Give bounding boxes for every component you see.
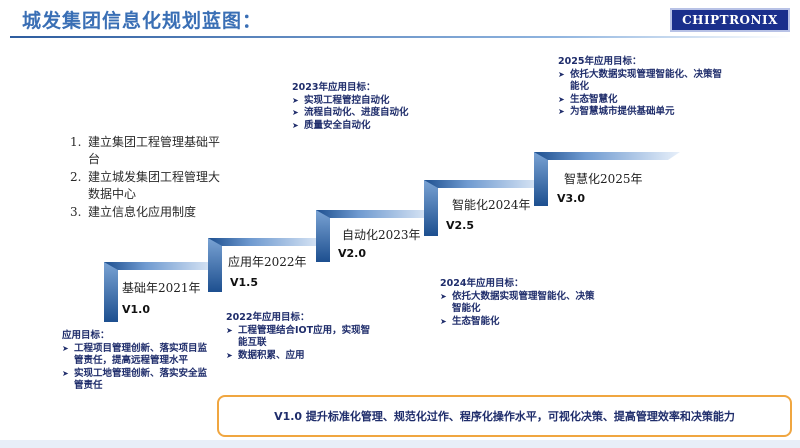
step-label-2025: 智慧化2025年 xyxy=(564,172,643,186)
version-label-2024: V2.5 xyxy=(446,219,474,232)
step-label-2021: 基础年2021年 xyxy=(122,281,201,295)
arrow-bullet-icon: ➤ xyxy=(292,120,299,130)
arrow-bullet-icon: ➤ xyxy=(558,107,565,116)
goal-block-2022: 2022年应用目标： ➤工程管理结合IOT应用，实现智能互联 ➤数据积累、应用 xyxy=(226,312,371,361)
footer-bar xyxy=(0,440,800,448)
stair-tread-4 xyxy=(424,180,548,188)
step-label-2022: 应用年2022年 xyxy=(228,255,307,269)
goal-item: 2.建立城发集团工程管理大数据中心 xyxy=(70,170,221,201)
stair-riser-2 xyxy=(208,238,222,292)
arrow-bullet-icon: ➤ xyxy=(226,325,233,335)
company-logo: CHIPTRONIX xyxy=(670,8,790,32)
goal-block-2021: 应用目标： ➤工程项目管理创新、落实项目监管责任，提高远程管理水平 ➤实现工地管… xyxy=(62,330,208,391)
version-label-2025: V3.0 xyxy=(557,192,585,205)
step-label-2024: 智能化2024年 xyxy=(452,198,531,212)
summary-box: V1.0 提升标准化管理、规范化过作、程序化操作水平，可视化决策、提高管理效率和… xyxy=(217,395,792,437)
page-title: 城发集团信息化规划蓝图： xyxy=(22,10,263,32)
step-label-2023: 自动化2023年 xyxy=(342,228,421,242)
summary-text: V1.0 提升标准化管理、规范化过作、程序化操作水平，可视化决策、提高管理效率和… xyxy=(274,410,735,423)
arrow-bullet-icon: ➤ xyxy=(292,95,299,105)
goal-block-2025: 2025年应用目标： ➤依托大数据实现管理智能化、决策智能化 ➤生态智慧化 ➤为… xyxy=(558,56,723,117)
arrow-bullet-icon: ➤ xyxy=(558,94,565,104)
stair-riser-5 xyxy=(534,152,548,206)
goals-list: 1.建立集团工程管理基础平台 2.建立城发集团工程管理大数据中心 3.建立信息化… xyxy=(70,134,220,222)
arrow-bullet-icon: ➤ xyxy=(292,108,299,117)
stair-tread-5 xyxy=(534,152,680,160)
goal-block-2024: 2024年应用目标： ➤依托大数据实现管理智能化、决策智能化 ➤生态智能化 xyxy=(440,278,595,327)
version-label-2021: V1.0 xyxy=(122,303,150,316)
goal-item: 3.建立信息化应用制度 xyxy=(70,205,197,219)
stair-tread-1 xyxy=(104,262,222,270)
arrow-bullet-icon: ➤ xyxy=(62,368,69,378)
goal-block-2023: 2023年应用目标： ➤实现工程管控自动化 ➤流程自动化、进度自动化 ➤质量安全… xyxy=(292,82,409,131)
arrow-bullet-icon: ➤ xyxy=(62,343,69,353)
stair-riser-4 xyxy=(424,180,438,236)
version-label-2023: V2.0 xyxy=(338,247,366,260)
goal-item: 1.建立集团工程管理基础平台 xyxy=(70,135,221,166)
arrow-bullet-icon: ➤ xyxy=(558,69,565,79)
version-label-2022: V1.5 xyxy=(230,276,258,289)
stair-tread-3 xyxy=(316,210,438,218)
arrow-bullet-icon: ➤ xyxy=(440,291,447,301)
stair-tread-2 xyxy=(208,238,330,246)
stair-riser-1 xyxy=(104,262,118,322)
arrow-bullet-icon: ➤ xyxy=(440,316,447,326)
arrow-bullet-icon: ➤ xyxy=(226,350,233,360)
title-divider xyxy=(10,36,790,38)
stair-riser-3 xyxy=(316,210,330,262)
